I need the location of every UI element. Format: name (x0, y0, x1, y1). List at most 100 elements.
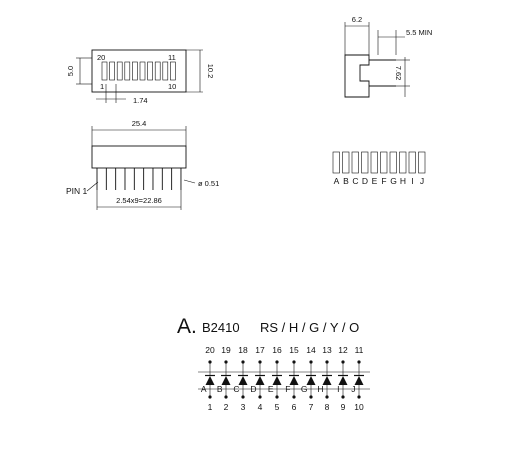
bottom-pin-dot (309, 395, 313, 399)
pin-label-top-left: 20 (97, 53, 105, 62)
front-view-body (91, 145, 187, 169)
pin-label-bottom-right: 10 (168, 82, 176, 91)
front-view-pins (96, 168, 182, 190)
bottom-pin-dot (258, 395, 262, 399)
pin1-label: PIN 1 (66, 186, 88, 196)
bottom-pin-number: 1 (208, 402, 213, 412)
diode-triangle (289, 376, 299, 385)
dim-width-right-label: 10.2 (206, 64, 215, 79)
part-model: B2410 (202, 320, 240, 335)
front-view: 25.4 PIN 1 ø 0.51 2.54x9=22.86 (66, 119, 219, 210)
diode-triangle (354, 376, 364, 385)
segment-letter: B (343, 176, 349, 186)
segment-letter: I (411, 176, 413, 186)
segment-letter: F (381, 176, 386, 186)
top-view-segment (101, 61, 108, 81)
segment-letter: A (334, 176, 340, 186)
diode-letter: C (233, 384, 239, 394)
diode-triangle (306, 376, 316, 385)
diode-triangle (322, 376, 332, 385)
pin-span-label: 2.54x9=22.86 (116, 196, 162, 205)
dim-pitch-label: 1.74 (133, 96, 148, 105)
bottom-pin-dot (357, 395, 361, 399)
segment-bar (418, 151, 426, 174)
segment-bar (399, 151, 407, 174)
bottom-pin-dot (275, 395, 279, 399)
bottom-pin-number: 7 (309, 402, 314, 412)
part-prefix: A. (177, 315, 197, 338)
segment-bar (361, 151, 369, 174)
diode-letter: H (317, 384, 323, 394)
pin-diameter-leader (183, 179, 196, 184)
bottom-pin-number: 3 (241, 402, 246, 412)
top-view-segment (162, 61, 169, 81)
side-view: 6.2 5.5 MIN 7.62 (344, 15, 432, 98)
pin-label-bottom-left: 1 (100, 82, 104, 91)
diode-triangle (221, 376, 231, 385)
top-pin-number: 15 (289, 345, 299, 355)
segment-bar (342, 151, 350, 174)
diode-triangle (205, 376, 215, 385)
dim-depth-label: 6.2 (352, 15, 362, 24)
bottom-pin-number: 4 (258, 402, 263, 412)
top-view-segment (147, 61, 153, 81)
top-pin-number: 13 (322, 345, 332, 355)
bottom-pin-dot (325, 395, 329, 399)
diode-triangle (272, 376, 282, 385)
diode-triangle (338, 376, 348, 385)
pin-label-top-right: 11 (168, 53, 176, 62)
dim-length-label: 25.4 (132, 119, 147, 128)
segment-bar (351, 151, 359, 174)
segment-bar (370, 151, 378, 174)
diode-letter: E (268, 384, 274, 394)
bottom-pin-number: 10 (354, 402, 364, 412)
top-pin-number: 14 (306, 345, 316, 355)
segment-bar (408, 151, 416, 174)
bottom-pin-dot (208, 395, 212, 399)
segment-letter: H (400, 176, 406, 186)
top-view-segment (124, 61, 131, 81)
diode-letter: I (337, 384, 339, 394)
bottom-pin-dot (292, 395, 296, 399)
top-view-segment (109, 61, 115, 81)
dim-pin-length-label: 5.5 MIN (406, 28, 432, 37)
part-number: A. B2410 RS / H / G / Y / O (177, 315, 359, 338)
segment-letter: J (420, 176, 424, 186)
top-view-segment (170, 61, 176, 81)
bottom-pin-number: 8 (325, 402, 330, 412)
top-view: 5.0 10.2 20 11 1 10 1.74 (66, 49, 215, 105)
diode-letter: G (301, 384, 308, 394)
top-view-segment (154, 61, 161, 81)
bottom-pin-dot (341, 395, 345, 399)
top-pin-number: 19 (221, 345, 231, 355)
pin1-leader (86, 181, 99, 192)
segment-bar (380, 151, 388, 174)
dim-height-label: 5.0 (66, 66, 75, 76)
diode-letter: J (351, 384, 355, 394)
top-view-body (91, 49, 187, 93)
top-pin-number: 17 (255, 345, 265, 355)
diode-letter: B (217, 384, 223, 394)
part-variants: RS / H / G / Y / O (260, 320, 359, 335)
segment-letter: E (372, 176, 378, 186)
diode-letter: A (201, 384, 207, 394)
top-pin-number: 11 (355, 345, 364, 355)
diode-triangle (255, 376, 265, 385)
bottom-pin-dot (241, 395, 245, 399)
top-pin-number: 16 (272, 345, 282, 355)
pin-diameter-label: ø 0.51 (198, 179, 219, 188)
segment-letter: C (352, 176, 358, 186)
segment-letter: D (362, 176, 368, 186)
top-view-segment (132, 61, 138, 81)
top-pin-number: 12 (338, 345, 348, 355)
top-pin-number: 20 (205, 345, 215, 355)
top-view-segment (116, 61, 123, 81)
segment-bar (389, 151, 397, 174)
diode-letter: F (285, 384, 290, 394)
